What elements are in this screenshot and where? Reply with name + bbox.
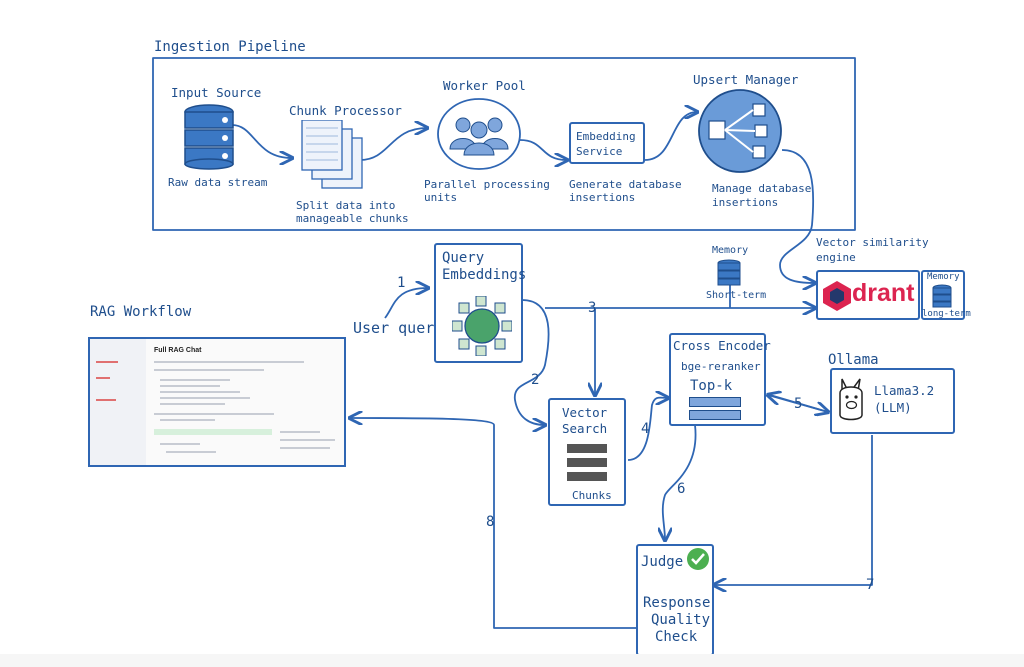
distribution-icon	[698, 89, 782, 173]
rag-chat-screenshot: Full RAG Chat	[88, 337, 346, 467]
short-memory-caption: Short-term	[706, 290, 767, 301]
topk-bar-1	[689, 397, 741, 407]
judge-line-1: Response	[643, 595, 711, 611]
bottom-strip	[0, 654, 1024, 667]
long-memory-caption: long-term	[922, 309, 971, 319]
llm-line-2: (LLM)	[874, 400, 912, 415]
ollama-title: Ollama	[828, 352, 879, 368]
chunk-caption-1: Split data into	[296, 199, 396, 212]
ingestion-title: Ingestion Pipeline	[154, 39, 306, 55]
arrow-upsert-vector	[779, 149, 815, 283]
llama-icon	[839, 378, 863, 421]
upsert-caption-1: Manage database	[712, 182, 812, 195]
chunks-label: Chunks	[572, 489, 612, 502]
query-line-1: Query	[442, 250, 485, 266]
short-memory-label: Memory	[712, 245, 749, 256]
chunk-processor-title: Chunk Processor	[289, 103, 402, 118]
judge-title: Judge	[641, 554, 684, 570]
upsert-manager-title: Upsert Manager	[693, 72, 799, 87]
arrow-6	[663, 424, 697, 540]
arrow-5b	[768, 395, 829, 413]
user-query-label: User query	[353, 319, 444, 337]
arrow-worker-embedding	[519, 139, 567, 160]
arrow-chunk-worker	[359, 128, 427, 161]
step-6: 6	[677, 481, 686, 497]
qdrant-logo-icon	[823, 281, 851, 311]
qdrant-logo-text: drant	[852, 279, 915, 307]
chunk-caption-2: manageable chunks	[296, 212, 409, 225]
short-memory-db-icon	[717, 259, 741, 286]
vector-line-1: Vector	[562, 405, 608, 420]
step-4: 4	[641, 421, 650, 437]
chunk-bar-1	[567, 444, 607, 453]
arrow-input-chunk	[231, 124, 292, 158]
embedding-line-2: Service	[576, 145, 623, 158]
step-7: 7	[866, 577, 875, 593]
step-1: 1	[397, 275, 406, 291]
check-icon	[687, 548, 709, 570]
database-icon	[184, 104, 234, 170]
team-icon	[437, 98, 521, 170]
vector-line-2: Search	[562, 421, 608, 436]
arrow-8	[350, 418, 636, 629]
mini-sidebar	[90, 339, 146, 465]
embedding-service-box	[569, 122, 645, 164]
reranker-label: bge-reranker	[681, 360, 761, 373]
step-2: 2	[531, 372, 540, 388]
chunk-bar-3	[567, 472, 607, 481]
worker-pool-title: Worker Pool	[443, 78, 526, 93]
judge-line-2: Quality	[651, 612, 711, 628]
cross-encoder-title: Cross Encoder	[673, 338, 771, 353]
arrow-embedding-upsert	[644, 112, 697, 161]
vector-engine-title-2: engine	[816, 251, 856, 264]
embedding-line-1: Embedding	[576, 130, 636, 143]
arrow-7	[714, 435, 873, 585]
memory-db-icon	[932, 284, 952, 308]
mini-title: Full RAG Chat	[154, 347, 202, 354]
topk-label: Top-k	[690, 378, 733, 394]
arrow-4	[627, 398, 668, 461]
topk-bar-2	[689, 410, 741, 420]
arrow-1	[384, 288, 428, 319]
step-5: 5	[794, 396, 803, 412]
query-line-2: Embeddings	[442, 267, 527, 283]
worker-caption-1: Parallel processing	[424, 178, 550, 191]
embedding-network-icon	[452, 296, 512, 356]
worker-caption-2: units	[424, 191, 458, 204]
step-8: 8	[486, 514, 495, 530]
rag-title: RAG Workflow	[90, 304, 192, 320]
embedding-caption-2: insertions	[569, 191, 636, 204]
long-memory-label: Memory	[927, 272, 960, 282]
input-source-title: Input Source	[171, 85, 262, 100]
upsert-caption-2: insertions	[712, 196, 779, 209]
step-3: 3	[588, 300, 597, 316]
documents-icon	[301, 120, 363, 189]
chunk-bar-2	[567, 458, 607, 467]
input-source-caption: Raw data stream	[168, 176, 268, 189]
judge-line-3: Check	[655, 629, 698, 645]
embedding-caption-1: Generate database	[569, 178, 682, 191]
llm-line-1: Llama3.2	[874, 383, 935, 398]
ingestion-frame	[152, 57, 856, 231]
vector-engine-title-1: Vector similarity	[816, 236, 929, 249]
arrow-2	[514, 299, 550, 425]
